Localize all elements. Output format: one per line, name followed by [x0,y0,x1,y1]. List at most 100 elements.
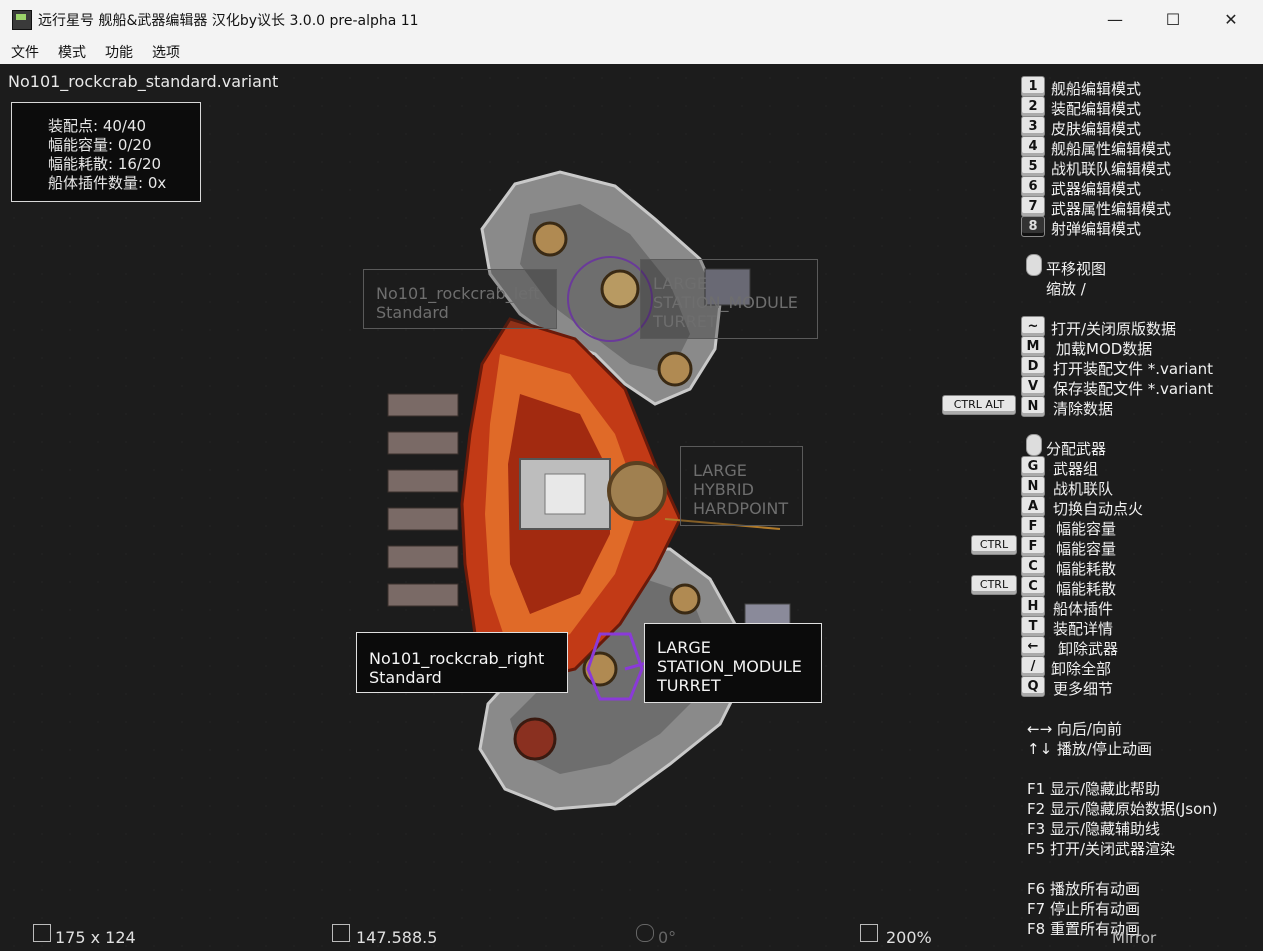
turret-upper-3 [657,351,693,387]
help-mode-loadout: 装配编辑模式 [1051,100,1142,118]
help-play-stop: ↑↓ 播放/停止动画 [1027,740,1152,758]
help-open-variant: 打开装配文件 *.variant [1053,360,1214,378]
key-3: 3 [1021,116,1045,137]
key-1: 1 [1021,76,1045,97]
key-q: Q [1021,676,1045,697]
help-assign-weapon: 分配武器 [1046,440,1107,458]
help-f1: F1 显示/隐藏此帮助 [1027,780,1160,798]
menu-mode[interactable]: 模式 [58,45,86,61]
mouse-left-icon [1026,434,1042,456]
help-zoom: 缩放 / [1046,280,1086,298]
status-size: 175 x 124 [55,928,136,947]
help-prev-next: ←→ 向后/向前 [1027,720,1122,738]
hullmod-count: 船体插件数量: 0x [48,174,167,192]
key-v: V [1021,376,1045,397]
help-mode-ship: 舰船编辑模式 [1051,80,1142,98]
help-f2: F2 显示/隐藏原始数据(Json) [1027,800,1218,818]
help-pan: 平移视图 [1046,260,1107,278]
ship-sprite[interactable] [370,164,850,824]
help-flux-dissipation-ctrl: 幅能耗散 [1056,580,1117,598]
help-hullmods: 船体插件 [1053,600,1114,618]
menu-file[interactable]: 文件 [11,45,39,61]
help-vanilla-data: 打开/关闭原版数据 [1051,320,1177,338]
help-mode-weapon: 武器编辑模式 [1051,180,1142,198]
turret-lower-3 [513,717,557,761]
flux-dissipation: 幅能耗散: 16/20 [48,155,162,173]
key-ctrl-f: CTRL [971,535,1017,555]
key-ctrl-c: CTRL [971,575,1017,595]
menu-function[interactable]: 功能 [105,45,133,61]
key-h: H [1021,596,1045,617]
key-c: C [1021,556,1045,577]
menu-bar: 文件 模式 功能 选项 [0,38,1263,65]
help-flux-capacity: 幅能容量 [1056,520,1117,538]
help-f6: F6 播放所有动画 [1027,880,1140,898]
help-mode-ship-stats: 舰船属性编辑模式 [1051,140,1172,158]
key-8: 8 [1021,216,1045,237]
label-left-turret[interactable]: LARGE STATION_MODULE TURRET [640,259,818,339]
help-f8: F8 重置所有动画 [1027,920,1140,938]
status-rotation: 0° [658,928,677,947]
slot-outline-lower [586,632,644,701]
help-remove-weapon: 卸除武器 [1058,640,1119,658]
window-title: 远行星号 舰船&武器编辑器 汉化by议长 3.0.0 pre-alpha 11 [38,13,419,29]
key-n-clear: N [1021,396,1045,417]
key-a: A [1021,496,1045,517]
key-backspace: ← [1021,636,1045,657]
help-mode-wing: 战机联队编辑模式 [1051,160,1172,178]
key-d: D [1021,356,1045,377]
help-weapon-groups: 武器组 [1053,460,1099,478]
key-f: F [1021,516,1045,537]
help-flux-capacity-ctrl: 幅能容量 [1056,540,1117,558]
app-icon [12,10,32,30]
mirror-toggle[interactable]: Mirror [1112,929,1157,947]
key-5: 5 [1021,156,1045,177]
mouse-middle-icon [1026,254,1042,276]
key-7: 7 [1021,196,1045,217]
help-flux-dissipation: 幅能耗散 [1056,560,1117,578]
label-right-turret[interactable]: LARGE STATION_MODULE TURRET [644,623,822,703]
turret-upper-2 [600,269,640,309]
editor-canvas[interactable]: No101_rockcrab_standard.variant 装配点: 40/… [0,64,1263,951]
key-m: M [1021,336,1045,357]
rotation-icon [636,924,654,942]
key-ctrl-c-key: C [1021,576,1045,597]
help-save-variant: 保存装配文件 *.variant [1053,380,1214,398]
help-more-details: 更多细节 [1053,680,1114,698]
zoom-icon [860,924,878,942]
key-ctrl-f-key: F [1021,536,1045,557]
help-clear-data: 清除数据 [1053,400,1114,418]
help-remove-all: 卸除全部 [1051,660,1112,678]
flux-capacity: 幅能容量: 0/20 [48,136,152,154]
label-center-hardpoint[interactable]: LARGE HYBRID HARDPOINT [680,446,803,526]
status-coords: 147.588.5 [356,928,438,947]
help-mode-projectile: 射弹编辑模式 [1051,220,1142,238]
status-zoom: 200% [886,928,932,947]
help-load-mod: 加载MOD数据 [1056,340,1153,358]
ordnance-points: 装配点: 40/40 [48,117,147,135]
close-button[interactable]: ✕ [1224,9,1238,29]
maximize-button[interactable]: ☐ [1165,9,1181,29]
stats-panel: 装配点: 40/40 幅能容量: 0/20 幅能耗散: 16/20 船体插件数量… [11,102,201,202]
key-4: 4 [1021,136,1045,157]
label-left-module[interactable]: No101_rockcrab_left Standard [363,269,557,329]
coords-icon [332,924,350,942]
minimize-button[interactable]: — [1107,9,1123,29]
slot-outline-upper [567,256,653,342]
size-icon [33,924,51,942]
help-autofire: 切换自动点火 [1053,500,1144,518]
help-fighter-wings: 战机联队 [1053,480,1114,498]
help-mode-skin: 皮肤编辑模式 [1051,120,1142,138]
key-g: G [1021,456,1045,477]
key-n-wing: N [1021,476,1045,497]
help-f3: F3 显示/隐藏辅助线 [1027,820,1160,838]
menu-options[interactable]: 选项 [152,45,180,61]
title-bar: 远行星号 舰船&武器编辑器 汉化by议长 3.0.0 pre-alpha 11 … [0,0,1263,38]
key-slash: / [1021,656,1045,677]
label-right-module[interactable]: No101_rockcrab_right Standard [356,632,568,693]
key-6: 6 [1021,176,1045,197]
turret-center [607,461,667,521]
key-ctrl-alt: CTRL ALT [942,395,1016,415]
key-t: T [1021,616,1045,637]
help-f7: F7 停止所有动画 [1027,900,1140,918]
